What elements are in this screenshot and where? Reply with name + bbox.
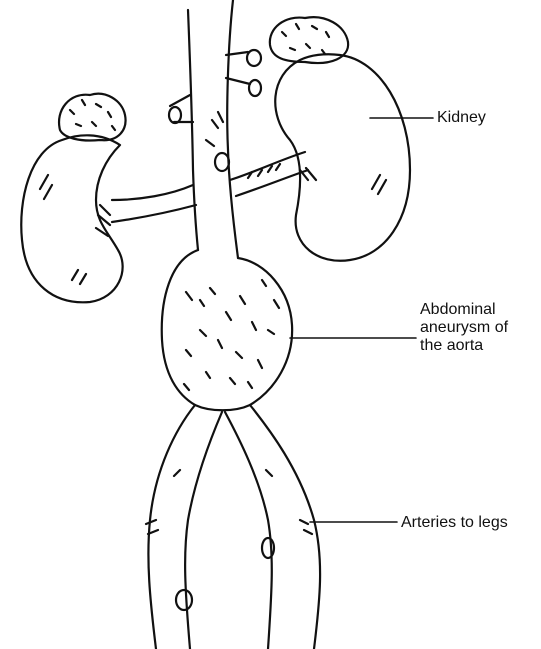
renal-arteries bbox=[96, 152, 316, 236]
iliac-arteries bbox=[146, 405, 320, 649]
aneurysm-label-line2: aneurysm of bbox=[420, 319, 508, 337]
aneurysm-label-line3: the aorta bbox=[420, 337, 508, 355]
branch-opening bbox=[249, 80, 261, 96]
branch-opening bbox=[169, 107, 181, 123]
branch-opening bbox=[247, 50, 261, 66]
left-kidney bbox=[21, 94, 125, 303]
upper-aorta bbox=[169, 0, 261, 258]
branch-opening bbox=[176, 590, 192, 610]
right-kidney bbox=[270, 17, 410, 261]
branch-opening bbox=[215, 153, 229, 171]
aneurysm-label-line1: Abdominal bbox=[420, 301, 508, 319]
arteries-label: Arteries to legs bbox=[401, 514, 508, 532]
leader-lines bbox=[290, 118, 433, 522]
aneurysm-label: Abdominal aneurysm of the aorta bbox=[420, 301, 508, 355]
kidney-label: Kidney bbox=[437, 109, 486, 127]
aneurysm bbox=[162, 250, 292, 410]
